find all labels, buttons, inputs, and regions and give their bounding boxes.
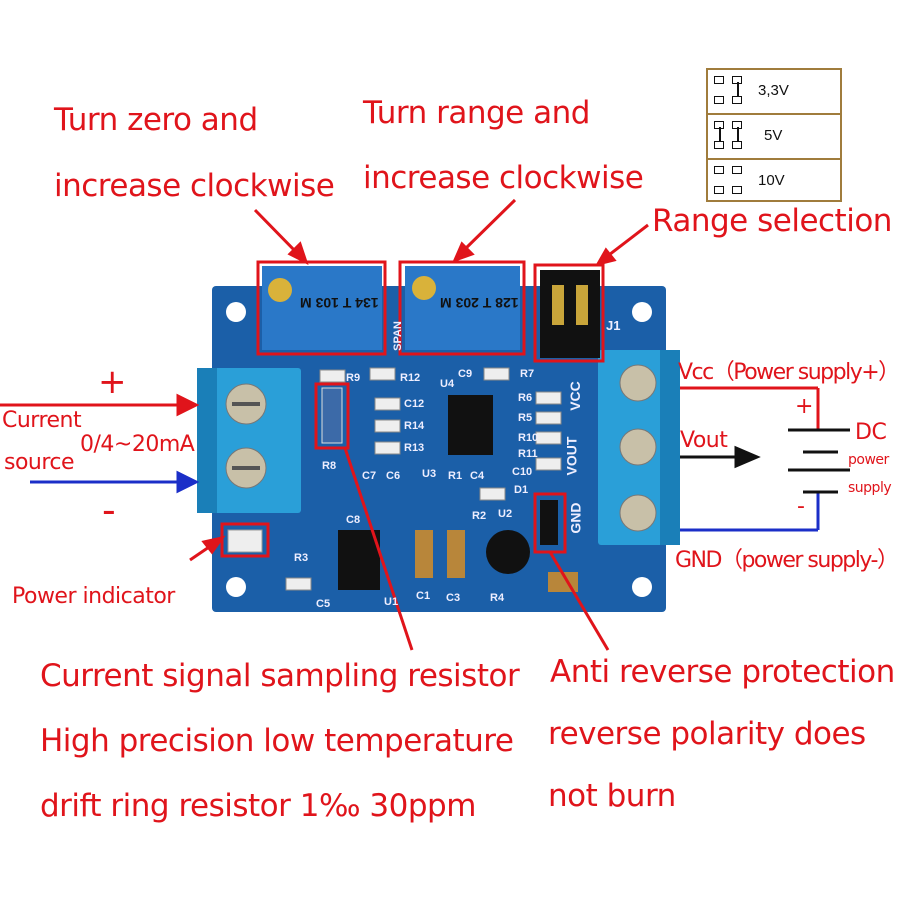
silk-label: R6 bbox=[518, 392, 533, 404]
zero-annotation-line1: Turn zero and bbox=[54, 102, 258, 138]
silk-label: R3 bbox=[294, 552, 309, 564]
capacitors bbox=[415, 530, 578, 592]
transistor-u2 bbox=[486, 530, 530, 574]
silk-label: J1 bbox=[606, 318, 621, 333]
range-annotation-line1: Turn range and bbox=[363, 95, 590, 131]
power-indicator-annotation: Power indicator bbox=[12, 584, 175, 609]
jumper-icon bbox=[737, 127, 739, 142]
silk-label: R10 bbox=[518, 432, 539, 444]
silk-label: R2 bbox=[472, 510, 487, 522]
silk-label: C3 bbox=[446, 592, 461, 604]
legend-label: 3,3V bbox=[758, 82, 789, 99]
silk-label: U2 bbox=[498, 508, 513, 520]
annotation-arrows bbox=[0, 198, 820, 651]
battery-minus: - bbox=[797, 494, 805, 519]
protection-diode bbox=[540, 500, 558, 545]
supply-label: supply bbox=[848, 480, 892, 496]
silk-label: C9 bbox=[458, 368, 473, 380]
silk-label: VCC bbox=[566, 381, 583, 411]
mount-hole bbox=[632, 302, 652, 322]
sampling-resistor bbox=[321, 387, 343, 444]
silk-label: R4 bbox=[490, 592, 505, 604]
silk-label: C6 bbox=[386, 470, 401, 482]
battery-plus: + bbox=[795, 394, 813, 419]
pot-span-marking: 128 T 203 M bbox=[440, 295, 519, 311]
ic-u4 bbox=[448, 395, 493, 455]
silk-label: R13 bbox=[404, 442, 425, 454]
silk-label: C4 bbox=[470, 470, 485, 482]
jumper-range-legend: 3,3V 5V 10V bbox=[706, 68, 842, 202]
range-jumper-header bbox=[540, 270, 600, 358]
span-label: SPAN bbox=[391, 321, 404, 351]
battery-symbol bbox=[680, 428, 850, 494]
silk-label: C5 bbox=[316, 598, 331, 610]
input-minus: - bbox=[102, 488, 116, 532]
input-terminal-block bbox=[197, 368, 301, 513]
vout-label: Vout bbox=[680, 428, 728, 453]
jumper-icon bbox=[737, 82, 739, 97]
mount-hole bbox=[632, 577, 652, 597]
negative-wires bbox=[30, 470, 820, 532]
silk-label: C10 bbox=[512, 466, 533, 478]
power-label: power bbox=[848, 452, 889, 468]
silk-label: U4 bbox=[440, 378, 455, 390]
silk-label: VOUT bbox=[563, 436, 580, 476]
vcc-label: Vcc（Power supply+） bbox=[678, 360, 900, 385]
current-label: Current bbox=[2, 408, 82, 433]
silk-label: C8 bbox=[346, 514, 361, 526]
mount-hole bbox=[226, 577, 246, 597]
silk-label: U1 bbox=[384, 596, 399, 608]
mount-hole bbox=[226, 302, 246, 322]
silk-label: GND bbox=[567, 502, 584, 534]
output-terminal-block bbox=[598, 350, 680, 545]
ic-u1 bbox=[338, 530, 380, 590]
sampling-annotation-line1: Current signal sampling resistor bbox=[40, 658, 520, 694]
gnd-label: GND（power supply-） bbox=[675, 548, 899, 573]
silk-label: R1 bbox=[448, 470, 463, 482]
silk-label: R5 bbox=[518, 412, 533, 424]
zero-annotation-line2: increase clockwise bbox=[54, 168, 335, 204]
silk-label: D1 bbox=[514, 484, 529, 496]
protection-annotation-line2: reverse polarity does bbox=[548, 716, 866, 752]
input-plus: + bbox=[98, 362, 127, 402]
current-range-label: 0/4~20mA bbox=[80, 432, 195, 457]
zero-potentiometer bbox=[262, 266, 382, 350]
span-potentiometer bbox=[405, 266, 520, 350]
silk-label: R12 bbox=[400, 372, 421, 384]
source-label: source bbox=[4, 450, 75, 475]
dc-label: DC bbox=[855, 420, 887, 445]
jumper-icon bbox=[719, 127, 721, 142]
pot-zero-marking: 134 T 103 M bbox=[300, 295, 379, 311]
legend-label: 5V bbox=[764, 127, 783, 144]
legend-row-3v3: 3,3V bbox=[708, 70, 840, 115]
silk-label: R7 bbox=[520, 368, 535, 380]
range-annotation-line2: increase clockwise bbox=[363, 160, 644, 196]
legend-row-5v: 5V bbox=[708, 115, 840, 160]
smd-components bbox=[285, 367, 562, 591]
protection-annotation-line3: not burn bbox=[548, 778, 676, 814]
legend-label: 10V bbox=[758, 172, 785, 189]
silk-label: R14 bbox=[404, 420, 425, 432]
silk-label: R11 bbox=[518, 448, 538, 460]
silk-label: C7 bbox=[362, 470, 377, 482]
sampling-annotation-line2: High precision low temperature bbox=[40, 723, 514, 759]
silk-label: C1 bbox=[416, 590, 431, 602]
sampling-annotation-line3: drift ring resistor 1‰ 30ppm bbox=[40, 788, 476, 824]
legend-row-10v: 10V bbox=[708, 160, 840, 203]
silk-label: C12 bbox=[404, 398, 425, 410]
silk-label: R9 bbox=[346, 372, 361, 384]
power-led bbox=[227, 529, 263, 553]
silk-label: R8 bbox=[322, 460, 337, 472]
silk-label: U3 bbox=[422, 468, 437, 480]
protection-annotation-line1: Anti reverse protection bbox=[550, 654, 895, 690]
range-selection-annotation: Range selection bbox=[652, 203, 892, 239]
